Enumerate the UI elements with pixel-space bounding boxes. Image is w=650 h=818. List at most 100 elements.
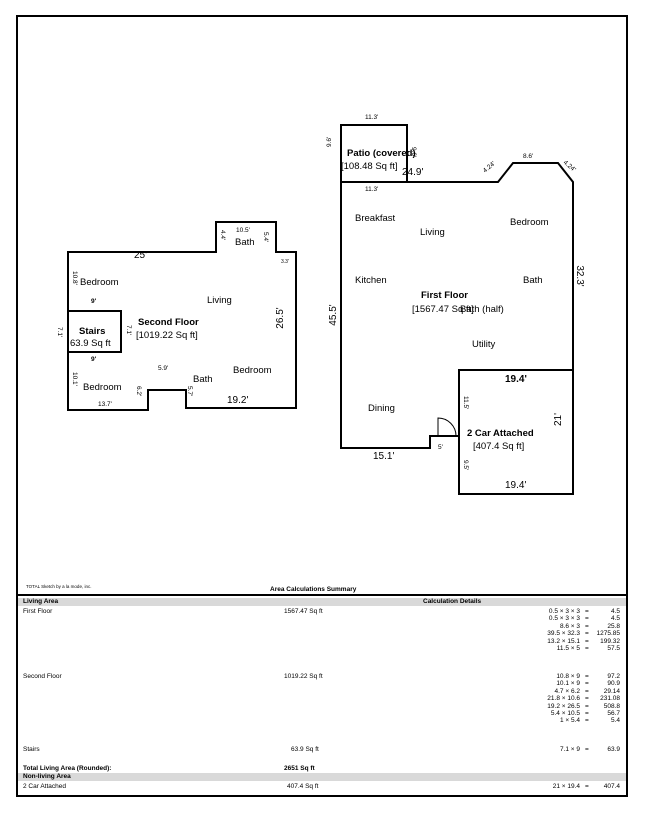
dim-label: 45.5' <box>328 304 339 325</box>
dim-label: 32.3' <box>574 265 585 286</box>
patio-outline <box>340 124 408 183</box>
dim-label: 7.1' <box>125 325 132 335</box>
calc-details-label: Calculation Details <box>423 598 482 605</box>
dim-label: 4.24' <box>482 160 497 174</box>
total-value: 2651 Sq ft <box>284 765 315 772</box>
dim-label: 5.4' <box>262 232 269 242</box>
dim-label: 9' <box>91 298 97 305</box>
calc-list: 21 × 19.4=407.4 <box>520 783 620 790</box>
dim-label: 7.1' <box>56 327 63 337</box>
dim-label: 24.9' <box>402 167 423 178</box>
dim-label: 19.2' <box>227 395 248 406</box>
room-label-breakfast: Breakfast <box>355 213 395 224</box>
dim-label: 10.8' <box>71 271 78 285</box>
area-name: Stairs <box>23 746 40 753</box>
second-floor-title: Second Floor <box>138 317 199 328</box>
dim-label: 9.6' <box>410 147 417 157</box>
room-label-bedroom: Bedroom <box>80 277 119 288</box>
dim-label: 4.4' <box>219 230 226 240</box>
room-label-utility: Utility <box>472 339 495 350</box>
stairs-area: 63.9 Sq ft <box>70 338 111 349</box>
floor-plan: Bedroom Living Bath Bedroom Bath Bedroom… <box>56 114 585 495</box>
room-label-bedroom: Bedroom <box>233 365 272 376</box>
dim-label: 5.9' <box>158 365 168 372</box>
room-label-bath: Bath <box>235 237 255 248</box>
second-floor-area: [1019.22 Sq ft] <box>136 330 198 341</box>
garage-area: [407.4 Sq ft] <box>473 441 524 452</box>
calc-line: 39.5 × 32.3=1275.85 <box>547 630 620 638</box>
calc-line: 1 × 5.4=5.4 <box>559 717 620 725</box>
nonliving-header: Non-living Area <box>18 773 626 781</box>
room-label-bedroom: Bedroom <box>510 217 549 228</box>
calc-line: 13.2 × 15.1=199.32 <box>547 637 620 645</box>
software-credit: TOTAL Sketch by a la mode, inc. <box>26 584 92 589</box>
dim-label: 15.1' <box>373 451 394 462</box>
dim-label: 11.3' <box>365 114 378 121</box>
living-area-label: Living Area <box>23 598 59 605</box>
dim-label: 5' <box>438 444 443 451</box>
garage-outline <box>458 369 574 495</box>
dim-label: 19.4' <box>505 480 526 491</box>
dim-label: 9.5' <box>462 460 469 470</box>
calc-line: 5.4 × 10.5=56.7 <box>550 709 620 717</box>
dim-label: 6.2' <box>135 386 142 396</box>
calc-line: 21 × 19.4=407.4 <box>552 783 620 790</box>
stairs-title: Stairs <box>79 326 105 337</box>
calc-list: 10.8 × 9=97.2 10.1 × 9=90.9 4.7 × 6.2=29… <box>520 673 620 725</box>
nonliving-label: Non-living Area <box>23 773 71 780</box>
garage-title: 2 Car Attached <box>467 428 534 439</box>
dim-label: 21' <box>553 413 564 426</box>
table-divider <box>18 594 626 596</box>
area-name: 2 Car Attached <box>23 783 66 790</box>
room-label-kitchen: Kitchen <box>355 275 387 286</box>
dim-label: 13.7' <box>98 401 112 408</box>
dim-label: 11.3' <box>365 186 378 193</box>
calc-line: 10.1 × 9=90.9 <box>556 680 620 688</box>
dim-label: 8.6' <box>523 153 533 160</box>
second-floor-outline <box>67 221 297 411</box>
total-label: Total Living Area (Rounded): <box>23 765 112 772</box>
dim-label: 26.5' <box>275 307 286 328</box>
area-name: First Floor <box>23 608 53 615</box>
dim-label: 19.4' <box>505 374 527 385</box>
dim-label: 9.6' <box>326 137 333 147</box>
room-label-bath: Bath <box>193 374 213 385</box>
calc-list: 0.5 × 3 × 3=4.5 0.5 × 3 × 3=4.5 8.6 × 3=… <box>520 608 620 652</box>
patio-area: [108.48 Sq ft] <box>341 161 398 172</box>
room-label-bath: Bath <box>523 275 543 286</box>
summary-title: Area Calculations Summary <box>270 586 357 593</box>
calc-line: 11.5 × 5=57.5 <box>556 644 620 652</box>
area-value: 1019.22 Sq ft <box>284 673 323 680</box>
dim-label: 9' <box>91 356 97 363</box>
calc-line: 4.7 × 6.2=29.14 <box>554 687 620 695</box>
dim-label: 25' <box>134 250 147 261</box>
calc-list: 7.1 × 9=63.9 <box>520 746 620 753</box>
area-name: Second Floor <box>23 673 62 680</box>
room-label-living: Living <box>420 227 445 238</box>
area-value: 1567.47 Sq ft <box>284 608 323 615</box>
dim-label: 5.7' <box>186 386 193 396</box>
calc-line: 7.1 × 9=63.9 <box>559 746 620 753</box>
door-swing-icon <box>437 417 457 437</box>
page-border <box>16 15 628 797</box>
stairs-outline <box>67 310 122 353</box>
area-value: 407.4 Sq ft <box>287 783 319 790</box>
calc-line: 19.2 × 26.5=508.8 <box>547 702 620 710</box>
room-label-living: Living <box>207 295 232 306</box>
first-floor-title: First Floor <box>421 290 468 301</box>
area-value: 63.9 Sq ft <box>291 746 319 753</box>
dim-label: 10.1' <box>71 372 78 386</box>
patio-title: Patio (covered) <box>347 148 416 159</box>
calc-line: 8.6 × 3=25.8 <box>559 622 620 630</box>
calc-line: 21.8 × 10.6=231.08 <box>547 695 620 703</box>
room-label-bath-half: Bath (half) <box>460 304 504 315</box>
living-area-header: Living Area Calculation Details <box>18 598 626 606</box>
dim-label: 10.5' <box>236 227 250 234</box>
room-label-bedroom: Bedroom <box>83 382 122 393</box>
dim-label: 3.3' <box>281 259 289 265</box>
calc-line: 0.5 × 3 × 3=4.5 <box>548 615 620 623</box>
first-floor-area: [1567.47 Sq ft] <box>412 304 474 315</box>
calc-line: 0.5 × 3 × 3=4.5 <box>548 608 620 615</box>
dim-label: 11.5' <box>462 396 469 409</box>
calc-line: 10.8 × 9=97.2 <box>556 673 620 680</box>
